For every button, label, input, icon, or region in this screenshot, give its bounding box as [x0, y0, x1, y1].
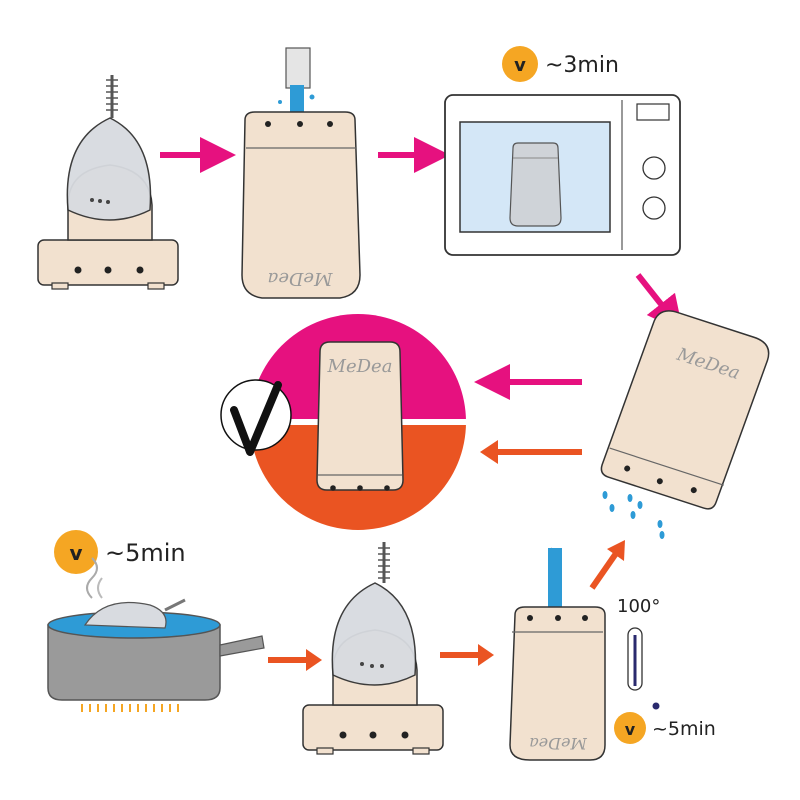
timer-boil: v [54, 530, 98, 574]
timer-icon [614, 712, 646, 744]
cup-on-base-step1 [37, 75, 179, 290]
brand-logo-result: MeDea [327, 356, 393, 377]
brand-logo-inverted-2: MeDea [529, 734, 588, 753]
container-filling-step2: MeDea [241, 47, 361, 299]
result-circle: MeDea [250, 314, 466, 530]
timer-sterilize: v [614, 712, 646, 744]
microwave-time-label: ~3min [545, 53, 619, 78]
sterilize-time-label: ~5min [652, 718, 716, 740]
svg-text:v: v [625, 720, 636, 739]
microwave-step3 [444, 94, 681, 256]
cup-on-base-step6 [302, 542, 444, 755]
thermometer-icon [627, 627, 643, 691]
arrow-fill-to-drain [589, 550, 620, 590]
water-drops [602, 491, 665, 539]
brand-logo-inverted-1: MeDea [268, 268, 334, 289]
container-draining-step4: MeDea [600, 310, 770, 510]
svg-text:v: v [514, 55, 526, 76]
indicator-dot [652, 702, 660, 710]
svg-text:v: v [69, 541, 82, 565]
checkmark-icon [220, 379, 292, 456]
timer-icon [502, 46, 538, 82]
boiling-pot [47, 557, 265, 712]
temperature-label: 100° [617, 596, 660, 617]
timer-icon [54, 530, 98, 574]
boil-time-label: ~5min [105, 539, 186, 567]
container-filling-step7: MeDea [509, 547, 606, 761]
timer-microwave: v [502, 46, 538, 82]
